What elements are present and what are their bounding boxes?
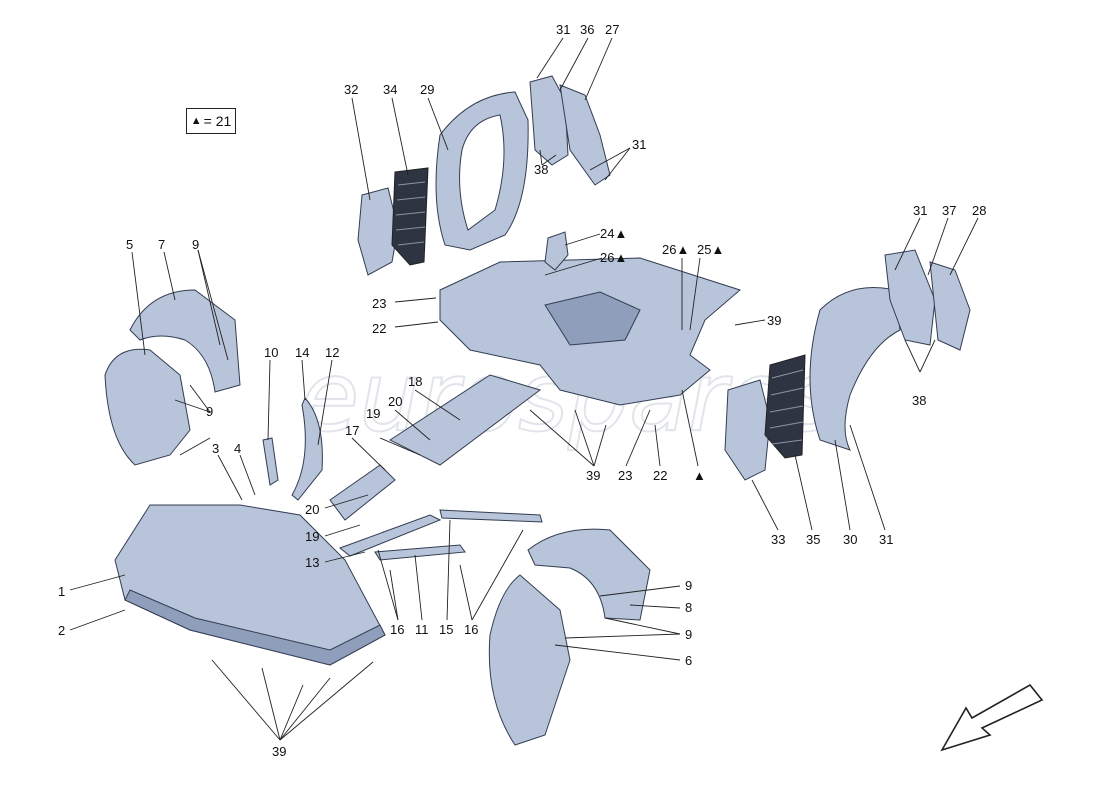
callout-20: 20: [305, 502, 319, 517]
callout-triangle: ▲: [693, 468, 706, 483]
callout-16: 16: [464, 622, 478, 637]
strip-13[interactable]: [338, 514, 442, 557]
bracket-24[interactable]: [544, 231, 569, 271]
callout-24: 24▲: [600, 226, 627, 241]
callout-12: 12: [325, 345, 339, 360]
callout-36: 36: [580, 22, 594, 37]
callout-31: 31: [913, 203, 927, 218]
cover-panel-32[interactable]: [357, 187, 399, 276]
callout-39: 39: [272, 744, 286, 759]
grille-34[interactable]: [391, 167, 429, 266]
callout-5: 5: [126, 237, 133, 252]
callout-26: 26▲: [600, 250, 627, 265]
callout-39: 39: [586, 468, 600, 483]
callout-35: 35: [806, 532, 820, 547]
callout-2: 2: [58, 623, 65, 638]
callout-30: 30: [843, 532, 857, 547]
shield-28[interactable]: [929, 261, 971, 351]
wheel-arch-liner-5[interactable]: [104, 348, 191, 466]
callout-25: 25▲: [697, 242, 724, 257]
shield-37[interactable]: [884, 249, 936, 346]
shield-group-top: [529, 75, 611, 186]
callout-14: 14: [295, 345, 309, 360]
callout-29: 29: [420, 82, 434, 97]
callout-37: 37: [942, 203, 956, 218]
callout-13: 13: [305, 555, 319, 570]
callout-27: 27: [605, 22, 619, 37]
callout-9: 9: [192, 237, 199, 252]
wheel-arch-front-group: [104, 289, 241, 466]
undertray-recess: [544, 291, 641, 346]
callout-19: 19: [305, 529, 319, 544]
front-undertray-2[interactable]: [124, 589, 386, 666]
strip-11[interactable]: [374, 544, 466, 561]
callout-4: 4: [234, 441, 241, 456]
callout-18: 18: [408, 374, 422, 389]
callout-31: 31: [879, 532, 893, 547]
callout-39: 39: [767, 313, 781, 328]
strip-15[interactable]: [439, 509, 543, 523]
callout-22: 22: [372, 321, 386, 336]
grille-35[interactable]: [764, 354, 806, 459]
wheel-arch-front-left-group: [357, 91, 529, 276]
callout-19: 19: [366, 406, 380, 421]
bracket-10[interactable]: [262, 437, 279, 486]
wheel-arch-liner-8[interactable]: [527, 528, 651, 621]
cover-panel-33[interactable]: [724, 379, 771, 481]
wheel-arch-rear-group: [724, 249, 971, 481]
callout-28: 28: [972, 203, 986, 218]
callout-9: 9: [685, 578, 692, 593]
legend-text: = 21: [203, 113, 232, 129]
shield-27[interactable]: [559, 84, 611, 186]
callout-26: 26▲: [662, 242, 689, 257]
legend-box: ▲ = 21: [186, 108, 236, 134]
plate-18[interactable]: [388, 374, 542, 466]
callout-16: 16: [390, 622, 404, 637]
callout-31: 31: [632, 137, 646, 152]
triangle-symbol: ▲: [190, 115, 202, 127]
front-direction-arrow: [940, 683, 1044, 752]
callout-9: 9: [206, 404, 213, 419]
callout-23: 23: [618, 468, 632, 483]
callout-9: 9: [685, 627, 692, 642]
callout-8: 8: [685, 600, 692, 615]
wheel-arch-liner-29[interactable]: [435, 91, 529, 251]
callout-33: 33: [771, 532, 785, 547]
wheel-arch-liner-7[interactable]: [129, 289, 241, 393]
shield-36[interactable]: [529, 75, 569, 166]
callout-31: 31: [556, 22, 570, 37]
callout-34: 34: [383, 82, 397, 97]
leader-lines: [69, 37, 979, 741]
callout-3: 3: [212, 441, 219, 456]
callout-17: 17: [345, 423, 359, 438]
callout-6: 6: [685, 653, 692, 668]
callout-20: 20: [388, 394, 402, 409]
callout-labels: 31 36 27 32 34 29 31 38 24▲ 26▲ 26▲ 25▲ …: [58, 22, 986, 759]
wheel-arch-liner-30[interactable]: [809, 287, 901, 451]
wheel-arch-liner-6[interactable]: [488, 574, 571, 746]
callout-11: 11: [415, 622, 429, 637]
callout-10: 10: [264, 345, 278, 360]
callout-38: 38: [534, 162, 548, 177]
plate-17[interactable]: [329, 464, 396, 521]
callout-1: 1: [58, 584, 65, 599]
callout-7: 7: [158, 237, 165, 252]
callout-38: 38: [912, 393, 926, 408]
strip-14[interactable]: [291, 397, 323, 501]
callout-32: 32: [344, 82, 358, 97]
callout-15: 15: [439, 622, 453, 637]
callout-22: 22: [653, 468, 667, 483]
callout-23: 23: [372, 296, 386, 311]
